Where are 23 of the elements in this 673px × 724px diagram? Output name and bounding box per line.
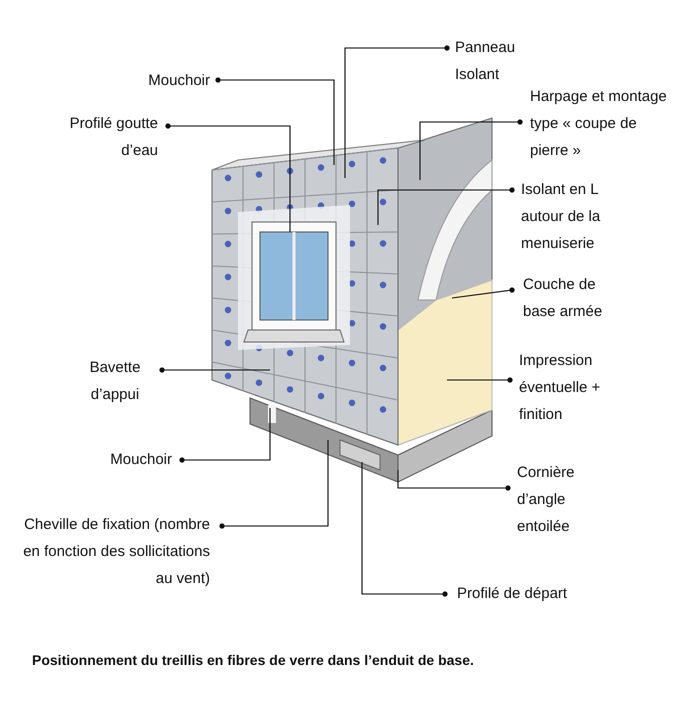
callout-label: Profilé goutte d’eau — [38, 110, 158, 164]
caption: Positionnement du treillis en fibres de verre dans l’enduit de base. — [32, 652, 474, 668]
callout-label: Couche de base armée — [523, 271, 623, 325]
callout-label: Cornière d’angle entoilée — [517, 459, 607, 540]
callout-label: Profilé de départ — [457, 580, 587, 607]
leader-line — [344, 45, 450, 178]
callout-label: Cheville de fixation (nombre en fonction des sollicitations au vent) — [10, 511, 210, 592]
callout-label: Isolant en L autour de la menuiserie — [521, 176, 631, 257]
leader-line — [377, 187, 515, 225]
leader-line — [165, 123, 291, 232]
callout-label: Bavette d’appui — [80, 354, 150, 408]
leader-line — [447, 377, 513, 383]
leader-line — [179, 408, 271, 463]
leader-line — [215, 77, 335, 165]
callout-label: Impression éventuelle + finition — [519, 347, 619, 428]
callout-label: Mouchoir — [72, 446, 172, 473]
leader-line — [219, 440, 329, 529]
leader-line — [361, 462, 448, 597]
leader-line — [159, 367, 270, 373]
leader-line — [452, 287, 515, 299]
leader-line — [397, 470, 511, 491]
callout-label: Mouchoir — [110, 67, 210, 94]
leader-line — [419, 119, 523, 180]
